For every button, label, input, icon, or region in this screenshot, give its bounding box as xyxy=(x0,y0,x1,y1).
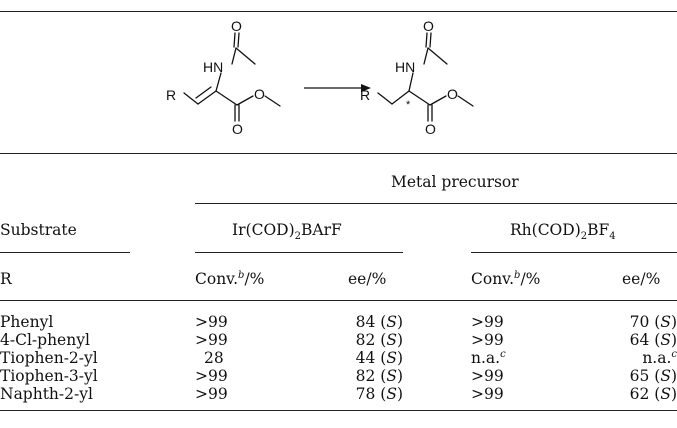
ir-cfg: S xyxy=(386,331,397,349)
product-o-bottom: O xyxy=(425,121,436,137)
group-header-rule xyxy=(195,203,677,204)
catalyst-ir-name: Ir(COD) xyxy=(232,221,295,239)
rh-conv-sup: b xyxy=(514,269,521,281)
ir-conv-header: Conv.b/% xyxy=(195,270,264,288)
rh-cfg: S xyxy=(660,385,671,403)
substrate-cell: 4-Cl-phenyl xyxy=(0,331,90,349)
ir-conv-cell: >99 xyxy=(195,367,228,385)
rh-ee-header: ee/% xyxy=(622,270,661,288)
ir-ee-cell: 44 (S) xyxy=(355,349,403,367)
catalyst-ir-rule xyxy=(195,252,403,253)
rh-cfg: S xyxy=(660,331,671,349)
rh-conv-cell: >99 xyxy=(471,331,504,349)
product-structure xyxy=(377,32,474,122)
rh-ee-value: 70 xyxy=(629,313,650,331)
ir-ee-cell: 82 (S) xyxy=(355,367,403,385)
ir-cfg: S xyxy=(386,385,397,403)
ir-cfg: S xyxy=(386,349,397,367)
scheme-bottom-rule xyxy=(0,153,677,154)
ir-ee-cell: 78 (S) xyxy=(355,385,403,403)
catalyst-rh-header: Rh(COD)2BF4 xyxy=(510,221,616,243)
ir-conv-cell: 28 xyxy=(204,349,224,367)
ir-ee-cell: 84 (S) xyxy=(355,313,403,331)
ir-ee-value: 44 xyxy=(355,349,376,367)
product-o-ester: O xyxy=(447,86,458,102)
catalyst-ir-sub: 2 xyxy=(294,231,301,243)
reactant-o-ester: O xyxy=(254,86,265,102)
reactant-o-top: O xyxy=(231,18,242,34)
table-top-rule xyxy=(0,11,677,12)
substrate-cell: Tiophen-3-yl xyxy=(0,367,98,385)
catalyst-rh-name: Rh(COD) xyxy=(510,221,581,239)
ir-conv-sup: b xyxy=(238,269,245,281)
catalyst-ir-header: Ir(COD)2BArF xyxy=(232,221,342,243)
rh-cfg: S xyxy=(660,367,671,385)
ir-ee-value: 84 xyxy=(355,313,376,331)
r-header: R xyxy=(0,270,12,288)
substrate-cell: Phenyl xyxy=(0,313,54,331)
rh-conv-cell: >99 xyxy=(471,313,504,331)
ir-conv-unit: /% xyxy=(244,270,265,288)
rh-ee-value: 62 xyxy=(629,385,650,403)
catalyst-ir-suffix: BArF xyxy=(301,221,342,239)
ir-conv-label: Conv. xyxy=(195,270,239,288)
catalyst-rh-sub: 2 xyxy=(580,231,588,243)
ir-cfg: S xyxy=(386,313,397,331)
substrate-cell: Tiophen-2-yl xyxy=(0,349,98,367)
reactant-o-bottom: O xyxy=(232,121,243,137)
reactant-r-label: R xyxy=(166,87,176,103)
rh-ee-value: 65 xyxy=(629,367,650,385)
ir-conv-cell: >99 xyxy=(195,385,228,403)
ir-conv-cell: >99 xyxy=(195,313,228,331)
rh-ee-cell: n.a.c xyxy=(594,349,677,367)
ir-conv-cell: >99 xyxy=(195,331,228,349)
reactant-nh-label: HN xyxy=(203,59,223,75)
product-o-top: O xyxy=(423,18,434,34)
reactant-structure xyxy=(183,32,281,122)
rh-ee-cell: 65 (S) xyxy=(629,367,677,385)
substrate-header: Substrate xyxy=(0,221,77,239)
ir-ee-cell: 82 (S) xyxy=(355,331,403,349)
rh-conv-value: n.a. xyxy=(471,349,501,367)
rh-conv-header: Conv.b/% xyxy=(471,270,540,288)
rh-cfg: S xyxy=(660,313,671,331)
reaction-arrow xyxy=(304,84,371,92)
ir-ee-value: 82 xyxy=(355,367,376,385)
rh-ee-cell: 64 (S) xyxy=(629,331,677,349)
rh-conv-cell: >99 xyxy=(471,385,504,403)
rh-ee-cell: 70 (S) xyxy=(629,313,677,331)
rh-conv-label: Conv. xyxy=(471,270,515,288)
rh-ee-footnote: c xyxy=(671,348,677,360)
table-bottom-rule xyxy=(0,410,677,411)
ir-ee-header: ee/% xyxy=(348,270,387,288)
product-nh-label: HN xyxy=(395,59,415,75)
rh-ee-cell: 62 (S) xyxy=(629,385,677,403)
rh-ee-value: n.a. xyxy=(642,349,672,367)
product-stereo-mark: * xyxy=(406,99,411,111)
substrate-header-rule xyxy=(0,252,130,253)
group-header: Metal precursor xyxy=(391,173,519,191)
catalyst-rh-rule xyxy=(471,252,677,253)
rh-ee-value: 64 xyxy=(629,331,650,349)
column-header-rule xyxy=(0,300,677,301)
product-r-label: R xyxy=(360,87,370,103)
rh-conv-cell: >99 xyxy=(471,367,504,385)
ir-cfg: S xyxy=(386,367,397,385)
rh-conv-cell: n.a.c xyxy=(471,349,506,367)
catalyst-rh-suffix-sub: 4 xyxy=(609,231,616,243)
reaction-scheme: R HN O O O R HN O O O * xyxy=(166,18,474,137)
ir-ee-value: 78 xyxy=(355,385,376,403)
rh-conv-unit: /% xyxy=(520,270,541,288)
catalyst-rh-suffix: BF xyxy=(587,221,610,239)
substrate-cell: Naphth-2-yl xyxy=(0,385,93,403)
rh-conv-footnote: c xyxy=(500,348,506,360)
ir-ee-value: 82 xyxy=(355,331,376,349)
